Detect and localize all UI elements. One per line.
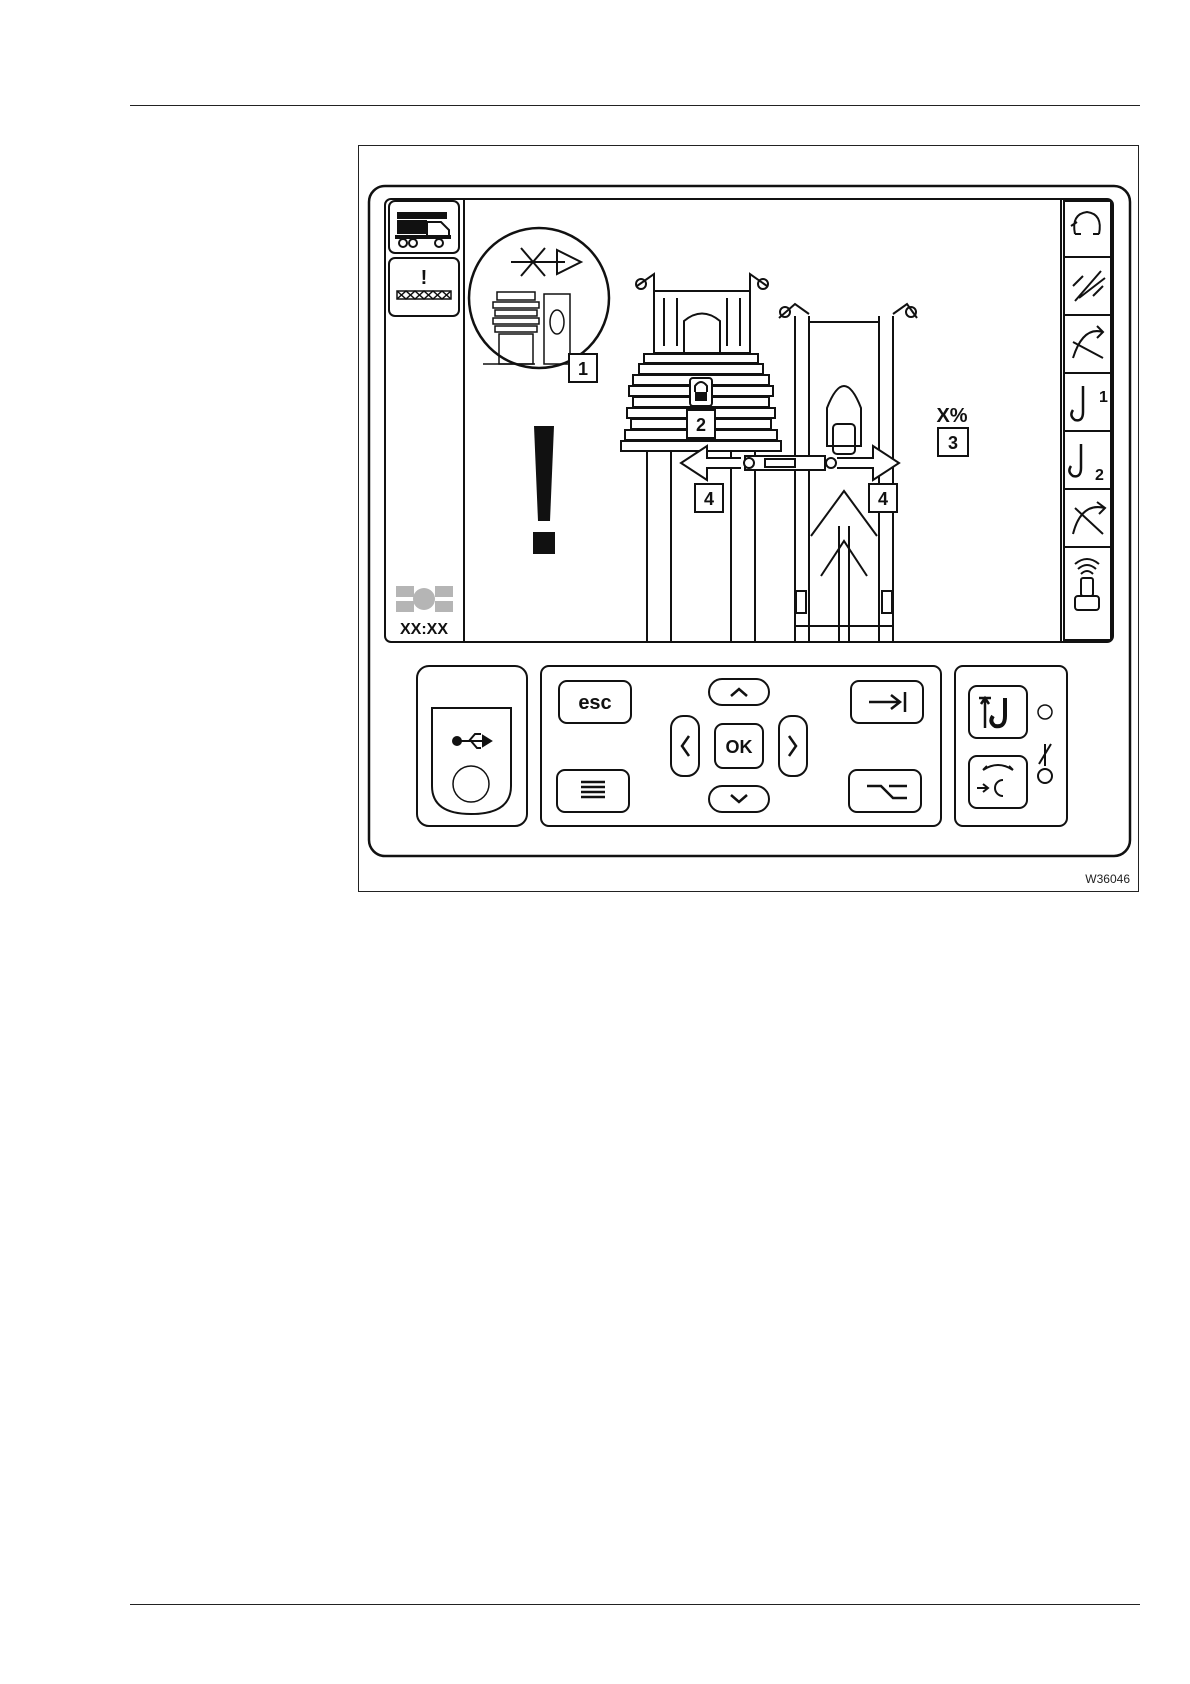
esc-button[interactable]: esc [559,681,631,723]
ok-button[interactable]: OK [715,724,763,768]
hook-raise-button[interactable] [969,686,1027,738]
sidebar-button-remote[interactable] [1064,547,1111,640]
tab-arrow-icon [869,692,905,712]
callout-3: 3 [938,428,968,456]
usb-socket[interactable] [453,766,489,802]
slew-mode-button[interactable] [969,756,1027,808]
usb-port-panel [417,666,527,826]
callout-1: 1 [569,354,597,382]
hook-raise-icon [979,698,1005,728]
crane-truck-icon [395,212,451,247]
telescope-icon [1073,271,1105,301]
menu-button[interactable] [557,770,629,812]
sidebar-button-slewing[interactable] [1064,201,1111,257]
luffing-icon [1073,326,1103,358]
mode-panel [955,666,1067,826]
svg-text:4: 4 [878,489,888,509]
sidebar-button-telescope[interactable] [1064,257,1111,315]
up-button[interactable] [709,679,769,705]
lock-icon [690,378,712,406]
figure-frame: ! XX:XX 1 [358,145,1139,892]
boom-frame-drawing [779,304,917,642]
svg-text:1: 1 [1099,389,1108,406]
tab-button[interactable] [851,681,923,723]
sidebar-button-luffing[interactable] [1064,315,1111,373]
counterweight-icon [397,291,451,299]
down-button[interactable] [709,786,769,812]
sidebar-button-crane[interactable] [389,201,459,253]
control-unit-illustration: ! XX:XX 1 [359,146,1140,893]
svg-text:3: 3 [948,433,958,453]
right-button[interactable] [779,716,807,776]
sidebar-warning-mark: ! [421,267,428,289]
no-travel-arrow-icon [511,248,581,276]
slewing-icon [1071,212,1100,234]
chevron-right-icon [789,736,796,756]
svg-text:2: 2 [1095,467,1104,484]
menu-icon [581,782,605,797]
sidebar-button-derricking[interactable] [1064,489,1111,547]
switch-button[interactable] [849,770,921,812]
svg-text:2: 2 [696,415,706,435]
chevron-left-icon [682,736,689,756]
chevron-up-icon [731,689,747,696]
svg-text:1: 1 [578,359,588,379]
switch-icon [867,786,907,798]
auxiliary-hoist-icon [1069,444,1081,476]
svg-text:4: 4 [704,489,714,509]
arrow-right-icon [837,446,899,480]
sidebar-button-counterweight-warning[interactable]: ! [389,258,459,316]
svg-text:OK: OK [726,737,753,757]
time-readout: XX:XX [400,621,448,638]
callout-4-right: 4 [869,484,897,512]
key-switch-icon [1038,744,1052,783]
sidebar-button-auxiliary-hoist[interactable]: 2 [1064,431,1111,489]
callout-4-left: 4 [695,484,723,512]
main-hoist-icon [1071,386,1083,420]
status-chip-icon [396,586,453,612]
sidebar-right: 1 2 [1064,201,1111,640]
percent-readout: X% [936,405,967,427]
hook-status-led [1038,705,1052,719]
figure-code: W36046 [1085,872,1130,886]
warning-exclamation-icon [533,426,555,554]
sidebar-button-main-hoist[interactable]: 1 [1064,373,1111,431]
header-rule [130,105,1140,106]
slew-mode-icon [977,765,1013,796]
navigation-keypad: esc OK [541,666,941,826]
display-screen [385,199,1113,642]
footer-rule [130,1604,1140,1605]
callout-2: 2 [687,410,715,438]
crane-status-circle [469,228,609,368]
usb-icon [453,734,491,748]
remote-control-icon [1075,559,1099,610]
chevron-down-icon [731,795,747,802]
svg-text:esc: esc [578,692,611,714]
derricking-icon [1073,502,1105,534]
left-button[interactable] [671,716,699,776]
